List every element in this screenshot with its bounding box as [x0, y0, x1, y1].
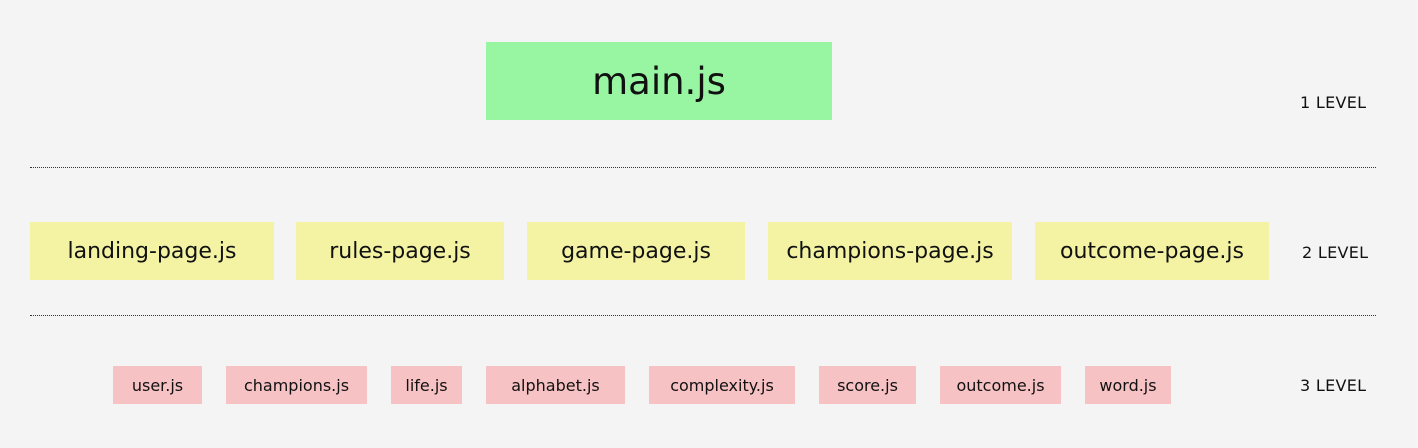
file-landing-page-js: landing-page.js — [30, 222, 274, 280]
level-1-label: 1 LEVEL — [1300, 93, 1367, 112]
level-3-label: 3 LEVEL — [1300, 376, 1367, 395]
file-champions-page-js: champions-page.js — [768, 222, 1012, 280]
file-score-js: score.js — [819, 366, 916, 404]
file-outcome-js: outcome.js — [940, 366, 1061, 404]
file-rules-page-js: rules-page.js — [296, 222, 504, 280]
file-outcome-page-js: outcome-page.js — [1035, 222, 1269, 280]
file-life-js: life.js — [391, 366, 462, 404]
file-game-page-js: game-page.js — [527, 222, 745, 280]
level-divider-2 — [30, 315, 1376, 316]
file-main-js: main.js — [486, 42, 832, 120]
file-user-js: user.js — [113, 366, 202, 404]
file-alphabet-js: alphabet.js — [486, 366, 625, 404]
file-complexity-js: complexity.js — [649, 366, 795, 404]
file-champions-js: champions.js — [226, 366, 367, 404]
level-divider-1 — [30, 167, 1376, 168]
level-2-label: 2 LEVEL — [1302, 243, 1369, 262]
file-word-js: word.js — [1085, 366, 1171, 404]
